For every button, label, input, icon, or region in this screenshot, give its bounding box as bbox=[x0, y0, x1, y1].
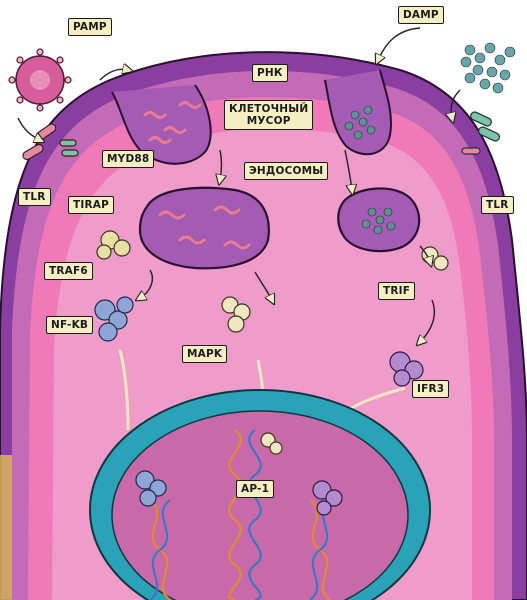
label-irf3: IFR3 bbox=[412, 380, 450, 398]
tlr-receptors-right bbox=[461, 111, 500, 155]
label-endosomes: ЭНДОСОМЫ bbox=[244, 162, 329, 180]
damp-debris bbox=[460, 42, 516, 94]
label-cell-debris: КЛЕТОЧНЫЙ МУСОР bbox=[224, 100, 314, 130]
label-traf6: TRAF6 bbox=[44, 262, 93, 280]
ap1-nuclear bbox=[260, 432, 283, 455]
rna-strands bbox=[143, 101, 251, 250]
label-ap1: AP-1 bbox=[236, 480, 275, 498]
label-myd88: MYD88 bbox=[102, 150, 155, 168]
invagination-left bbox=[111, 84, 212, 165]
cell-edge-left bbox=[0, 455, 12, 600]
debris-particles bbox=[344, 105, 396, 235]
pamp-virus bbox=[8, 48, 72, 112]
traf6-protein bbox=[96, 230, 131, 260]
label-pamp: PAMP bbox=[68, 18, 112, 36]
label-tlr-left: TLR bbox=[18, 188, 51, 206]
endosome-left bbox=[138, 186, 270, 270]
nfkb-protein bbox=[94, 296, 134, 342]
label-trif: TRIF bbox=[378, 282, 416, 300]
nfkb-nuclear bbox=[135, 470, 167, 507]
irf3-nuclear bbox=[312, 480, 343, 516]
signaling-arrows bbox=[17, 27, 461, 342]
label-tirap: TIRAP bbox=[68, 196, 114, 214]
label-tlr-right: TLR bbox=[481, 196, 514, 214]
label-mapk: MAPK bbox=[182, 345, 228, 363]
label-rna: РНК bbox=[252, 64, 288, 82]
mapk-protein bbox=[221, 296, 251, 333]
label-damp: DAMP bbox=[398, 6, 444, 24]
tlr-receptors-left bbox=[22, 123, 79, 161]
irf3-protein bbox=[389, 351, 424, 387]
label-nfkb: NF-KB bbox=[46, 316, 94, 334]
